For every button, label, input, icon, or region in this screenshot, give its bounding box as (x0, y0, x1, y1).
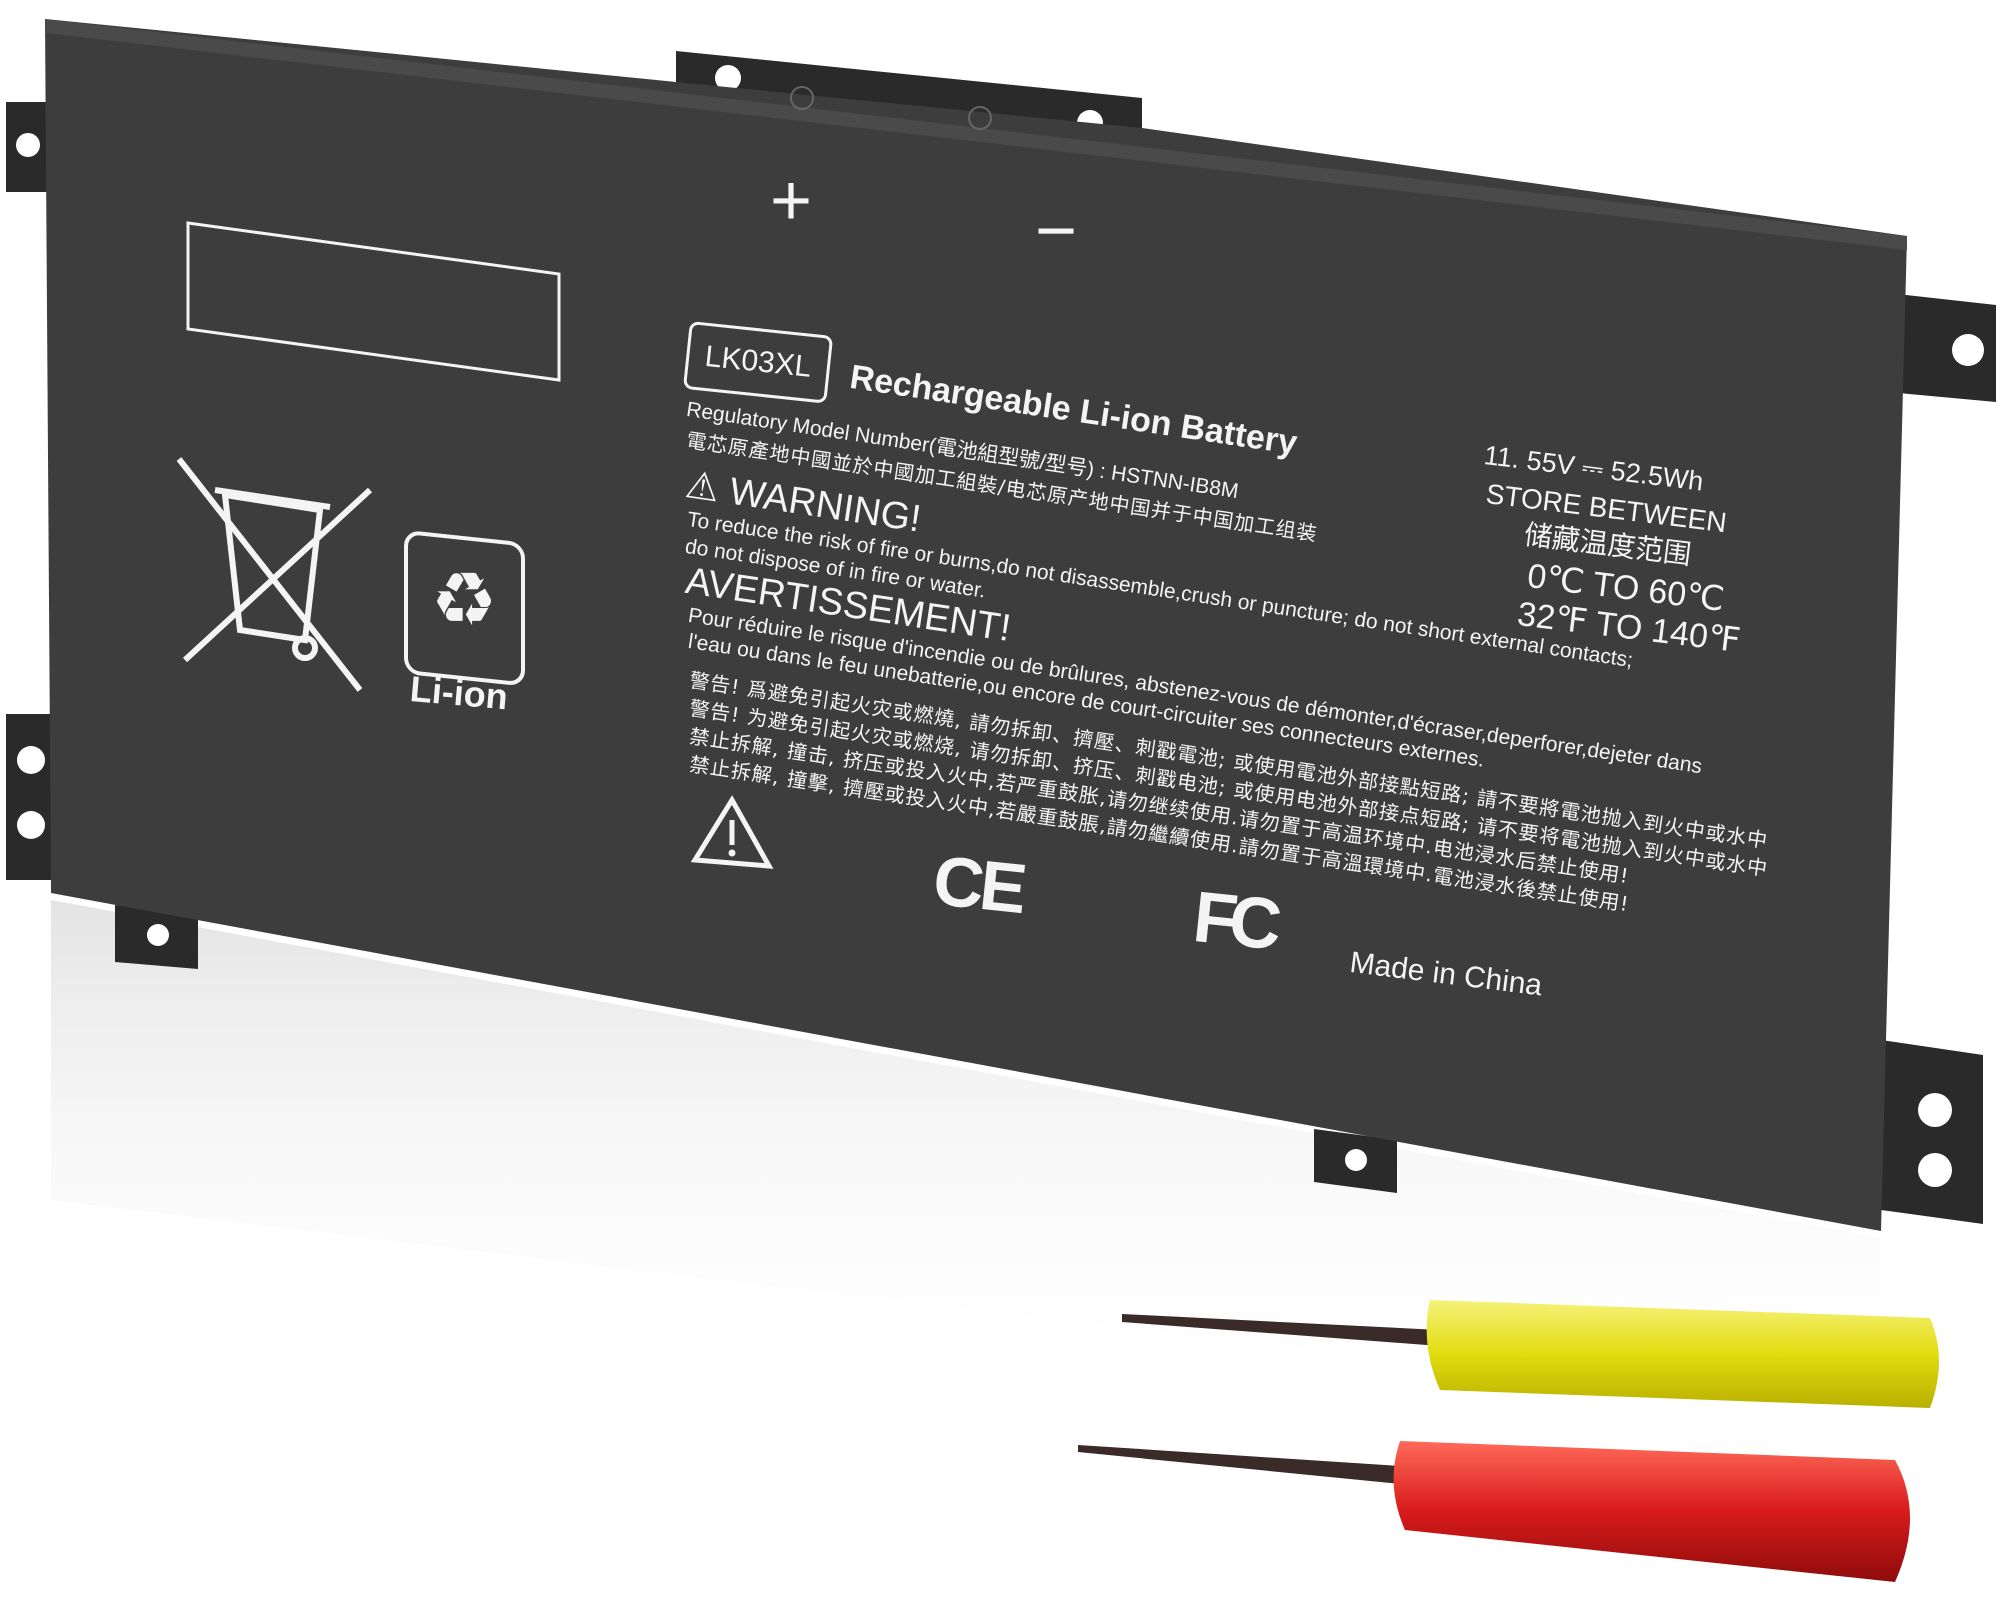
mounting-holes (16, 65, 1984, 1187)
minus-terminal-label: − (1035, 191, 1078, 271)
battery-body (45, 19, 1907, 1231)
battery-reflection (51, 900, 1881, 1420)
plus-terminal-label: + (770, 161, 813, 241)
fcc-logo-icon: FC (1189, 876, 1278, 965)
recycle-label: Li-ion (408, 668, 510, 718)
recycle-icon: ♻ (404, 531, 525, 685)
crossed-bin-icon (176, 457, 373, 692)
blank-label-area (186, 221, 561, 382)
svg-text:♻: ♻ (431, 557, 497, 643)
red-screwdriver (1078, 1441, 1910, 1582)
warning-triangle-icon (690, 795, 774, 869)
yellow-screwdriver (1122, 1300, 1939, 1408)
ce-mark-icon: CE (929, 840, 1027, 928)
